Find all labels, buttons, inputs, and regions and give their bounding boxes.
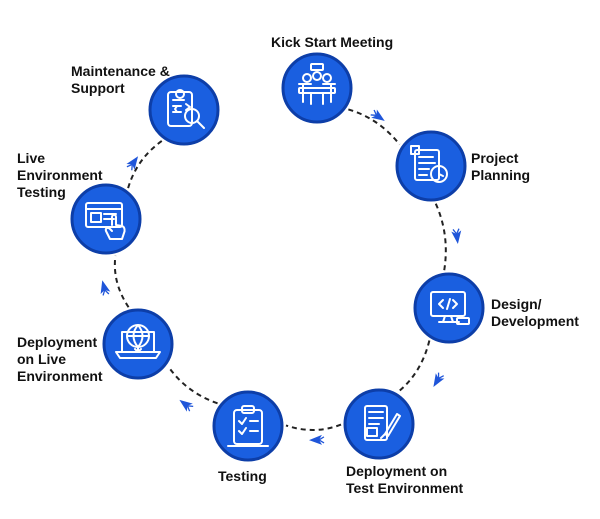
document-pen-icon bbox=[364, 405, 401, 441]
clipboard-icon bbox=[227, 405, 269, 447]
node-circle bbox=[212, 390, 284, 462]
node-maintenance-support bbox=[148, 74, 220, 146]
connectors bbox=[100, 108, 462, 445]
label-deployment-test: Deployment on Test Environment bbox=[346, 463, 464, 496]
arrow-marker-icon bbox=[126, 156, 139, 171]
node-kick-start-meeting bbox=[281, 52, 353, 124]
label-live-testing: Live Environment Testing bbox=[17, 150, 103, 200]
arrow-marker-icon bbox=[451, 228, 462, 244]
connector-project-planning bbox=[434, 203, 447, 271]
node-circle bbox=[395, 130, 467, 202]
node-circle bbox=[148, 74, 220, 146]
arrow-marker-icon bbox=[309, 434, 325, 445]
connector-deployment-test bbox=[285, 423, 342, 431]
connector-kick-start-meeting bbox=[348, 108, 401, 146]
node-live-testing bbox=[70, 183, 142, 255]
node-design-development bbox=[413, 272, 485, 344]
planning-icon bbox=[410, 145, 448, 183]
node-deployment-live bbox=[102, 308, 174, 380]
label-kick-start-meeting: Kick Start Meeting bbox=[271, 34, 394, 50]
connector-live-testing bbox=[127, 140, 163, 189]
arrow-marker-icon bbox=[100, 280, 111, 296]
label-project-planning: Project Planning bbox=[471, 150, 531, 183]
label-testing: Testing bbox=[218, 468, 267, 484]
touch-screen-icon bbox=[85, 202, 126, 240]
laptop-globe-icon bbox=[115, 324, 161, 359]
code-monitor-icon bbox=[430, 291, 470, 325]
label-deployment-live: Deployment on Live Environment bbox=[17, 334, 103, 384]
node-deployment-test bbox=[343, 388, 415, 460]
connector-deployment-live bbox=[113, 255, 130, 308]
node-circle bbox=[413, 272, 485, 344]
label-maintenance-support: Maintenance & Support bbox=[71, 63, 170, 96]
node-project-planning bbox=[395, 130, 467, 202]
label-design-development: Design/ Development bbox=[491, 296, 579, 329]
connector-testing bbox=[167, 366, 218, 405]
arrow-marker-icon bbox=[370, 109, 385, 121]
arrow-marker-icon bbox=[179, 399, 194, 412]
tablet-gear-icon bbox=[167, 89, 205, 129]
node-testing bbox=[212, 390, 284, 462]
arrow-marker-icon bbox=[433, 372, 445, 387]
node-circle bbox=[102, 308, 174, 380]
connector-design-development bbox=[397, 340, 431, 393]
meeting-icon bbox=[298, 63, 336, 105]
nodes bbox=[70, 52, 485, 462]
